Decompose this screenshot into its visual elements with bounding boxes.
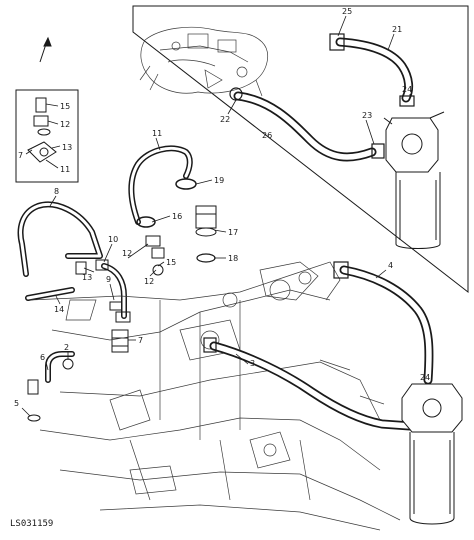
- hose-3: [203, 337, 415, 431]
- callout-14: 14: [54, 305, 64, 314]
- callout-21: 21: [392, 25, 402, 34]
- callout-11-a: 11: [60, 165, 70, 174]
- hose-1: [333, 261, 434, 385]
- callout-8: 8: [54, 187, 59, 196]
- callout-24-a: 24: [402, 85, 412, 94]
- inset-frame: [132, 5, 469, 294]
- callout-15-a: 15: [60, 102, 70, 111]
- clamp-16: [136, 216, 156, 228]
- callout-12: 12: [122, 249, 132, 258]
- callout-26: 26: [262, 131, 272, 140]
- figure-code: LS031159: [10, 519, 53, 529]
- callout-4: 4: [388, 261, 393, 270]
- elbow-fitting-5: [27, 351, 75, 422]
- callout-11: 11: [152, 129, 162, 138]
- callout-23: 23: [362, 111, 372, 120]
- callout-5: 5: [14, 399, 19, 408]
- callout-9: 9: [106, 275, 111, 284]
- clamp-19: [175, 178, 197, 190]
- callout-7-a: 7: [18, 151, 23, 160]
- callout-12-a: 12: [60, 120, 70, 129]
- callout-16: 16: [172, 212, 182, 221]
- callout-24: 24: [420, 373, 430, 382]
- callout-18: 18: [228, 254, 238, 263]
- fitting-7: [111, 329, 129, 353]
- callout-17: 17: [228, 228, 238, 237]
- fuel-filter: [401, 383, 463, 525]
- pipe-14: [25, 287, 75, 301]
- callout-12-b: 12: [144, 277, 154, 286]
- callout-19: 19: [214, 176, 224, 185]
- inset-filter-assembly: [383, 111, 445, 249]
- hose-11: [128, 145, 193, 225]
- detail-inset-small: [15, 89, 79, 183]
- arrow-up-left: [39, 36, 52, 63]
- engine-block: [29, 261, 401, 531]
- inset-hose-lower: [229, 87, 385, 162]
- washer-18: [196, 253, 216, 263]
- callout-6: 6: [40, 353, 45, 362]
- callout-3: 3: [250, 359, 255, 368]
- tube-loop-8: [17, 201, 103, 277]
- callout-2: 2: [64, 343, 69, 352]
- fitting-17: [195, 205, 217, 237]
- inset-hose-upper: [329, 33, 415, 107]
- callout-10: 10: [108, 235, 118, 244]
- callouts: 15 12 13 7 11 25 21 24 23 22 26 11 19 16…: [14, 7, 430, 408]
- callout-13: 13: [82, 273, 92, 282]
- callout-15: 15: [166, 258, 176, 267]
- callout-22: 22: [220, 115, 230, 124]
- fuel-line-10: [95, 259, 131, 323]
- callout-13-a: 13: [62, 143, 72, 152]
- callout-25: 25: [342, 7, 352, 16]
- inset-engine-block: [139, 26, 269, 97]
- leader-lines: [21, 15, 411, 417]
- callout-7: 7: [138, 336, 143, 345]
